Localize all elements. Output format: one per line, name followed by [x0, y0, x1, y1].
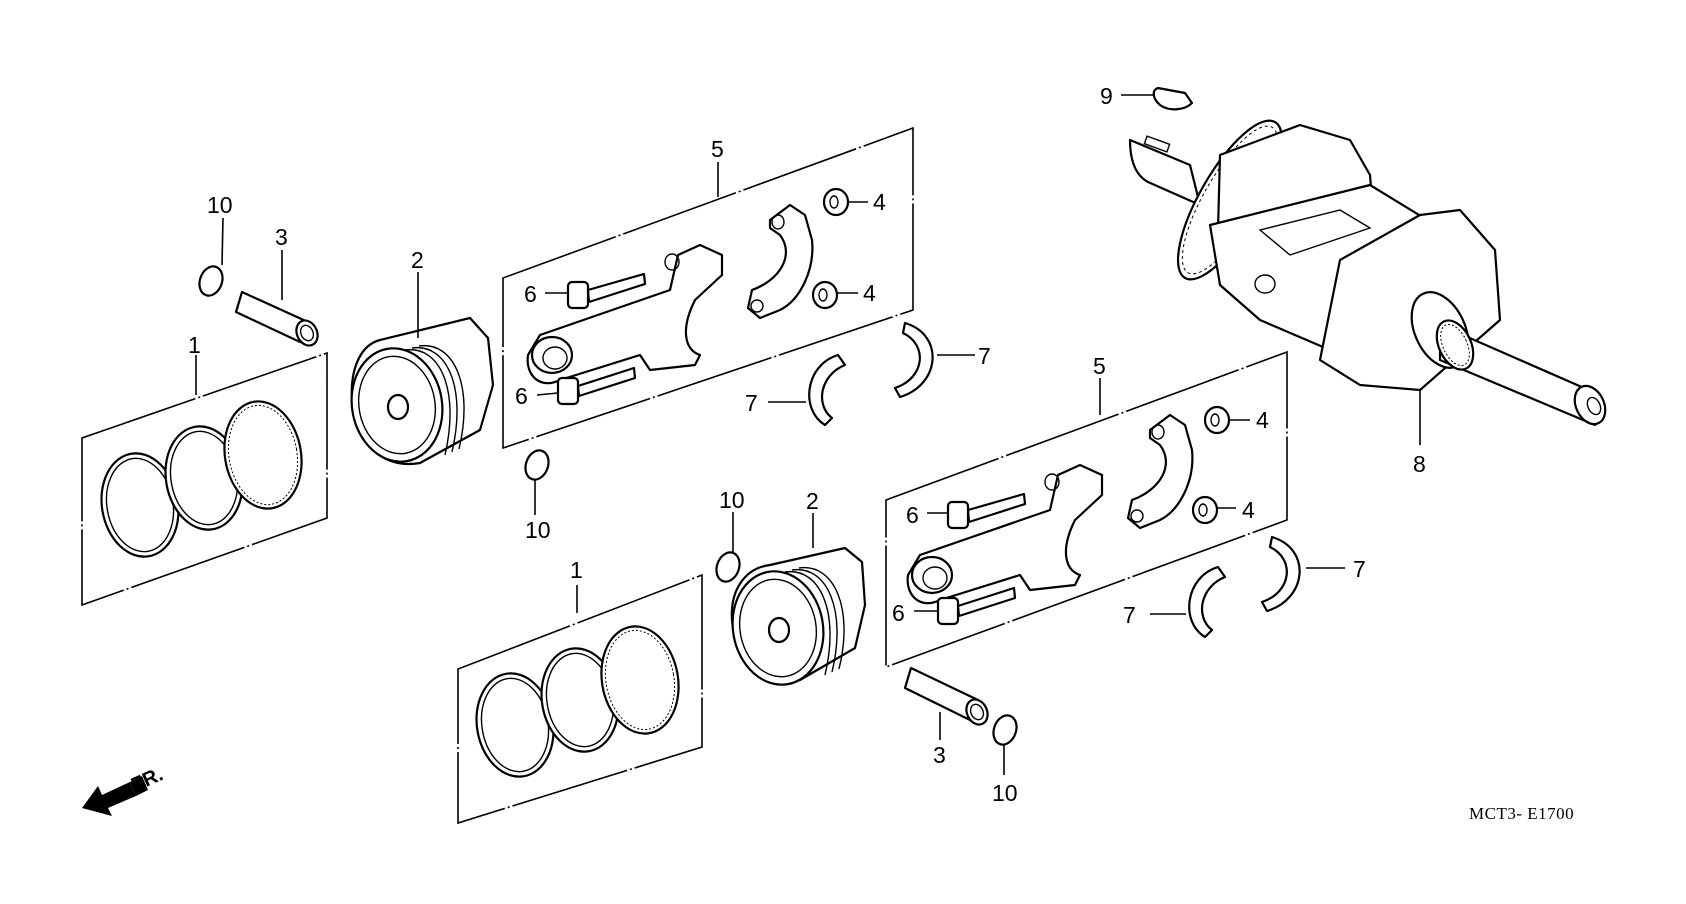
- piston-ring-set-upper[interactable]: [81, 351, 328, 607]
- connecting-rod-bolt[interactable]: [946, 492, 1027, 530]
- piston-pin-clip[interactable]: [522, 447, 553, 483]
- callout-10: 10: [525, 517, 551, 543]
- woodruff-key[interactable]: [1152, 86, 1194, 111]
- callout-7: 7: [745, 390, 758, 416]
- callout-5: 5: [1093, 353, 1106, 379]
- connecting-rod-bearing[interactable]: [808, 353, 847, 427]
- callout-4: 4: [1256, 407, 1269, 433]
- connecting-rod-assembly-lower[interactable]: [885, 350, 1288, 669]
- connecting-rod-nut[interactable]: [811, 280, 839, 310]
- connecting-rod-bolt[interactable]: [566, 272, 647, 310]
- connecting-rod-nut[interactable]: [822, 187, 850, 217]
- callout-9: 9: [1100, 83, 1113, 109]
- callout-10: 10: [719, 487, 745, 513]
- callout-5: 5: [711, 136, 724, 162]
- callout-4: 4: [873, 189, 886, 215]
- crankshaft[interactable]: [1128, 107, 1611, 429]
- callout-6: 6: [906, 502, 919, 528]
- callout-7: 7: [978, 343, 991, 369]
- callout-3: 3: [933, 742, 946, 768]
- piston-lower[interactable]: [724, 546, 867, 692]
- callout-2: 2: [411, 247, 424, 273]
- connecting-rod-nut[interactable]: [1203, 405, 1231, 435]
- callout-3: 3: [275, 224, 288, 250]
- callout-7: 7: [1353, 556, 1366, 582]
- callout-7: 7: [1123, 602, 1136, 628]
- callout-8: 8: [1413, 451, 1426, 477]
- callout-10: 10: [207, 192, 233, 218]
- piston-pin[interactable]: [234, 290, 322, 349]
- front-indicator-label: FR.: [128, 763, 166, 796]
- connecting-rod-nut[interactable]: [1191, 495, 1219, 525]
- connecting-rod-bearing[interactable]: [1188, 565, 1227, 639]
- callout-1: 1: [188, 332, 201, 358]
- callout-6: 6: [892, 600, 905, 626]
- piston-pin-clip[interactable]: [990, 712, 1021, 748]
- callout-4: 4: [863, 280, 876, 306]
- callout-6: 6: [515, 383, 528, 409]
- diagram-code: MCT3- E1700: [1469, 804, 1574, 823]
- piston-pin-clip[interactable]: [713, 549, 744, 585]
- connecting-rod-bearing[interactable]: [1260, 535, 1301, 613]
- callout-1: 1: [570, 557, 583, 583]
- callout-6: 6: [524, 281, 537, 307]
- connecting-rod-assembly-upper[interactable]: [502, 126, 914, 450]
- callout-4: 4: [1242, 497, 1255, 523]
- connecting-rod-bearing[interactable]: [893, 321, 934, 399]
- connecting-rod-bolt[interactable]: [936, 586, 1017, 626]
- callout-2: 2: [806, 488, 819, 514]
- callout-10: 10: [992, 780, 1018, 806]
- piston-upper[interactable]: [343, 316, 495, 469]
- piston-pin-clip[interactable]: [196, 263, 227, 299]
- connecting-rod-bolt[interactable]: [556, 366, 637, 406]
- piston-pin[interactable]: [903, 666, 992, 728]
- front-arrow-icon: [82, 776, 148, 816]
- piston-ring-set-lower[interactable]: [457, 573, 703, 825]
